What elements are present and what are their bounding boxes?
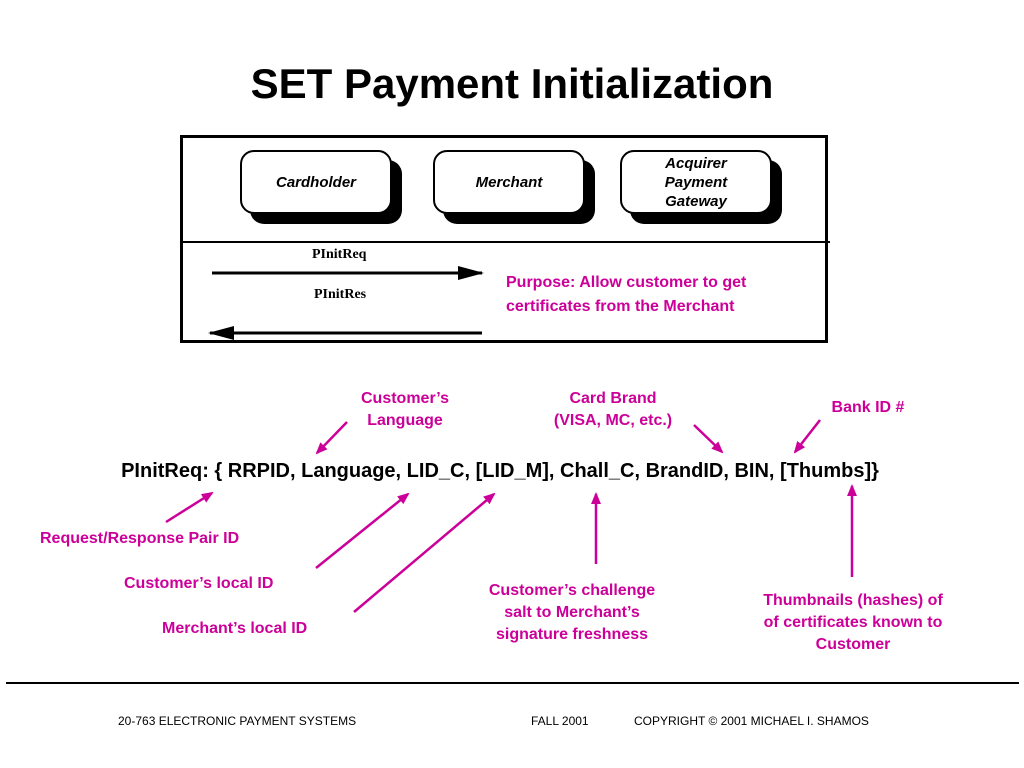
- gateway-label-line2: Payment: [664, 173, 728, 191]
- gateway-label-line1: Acquirer: [665, 154, 727, 172]
- gateway-label-line3: Gateway: [665, 192, 727, 210]
- protocol-diagram-frame: [180, 135, 828, 343]
- brand-annotation-line2: (VISA, MC, etc.): [553, 412, 673, 429]
- merchant-label: Merchant: [475, 173, 543, 191]
- purpose-text: Purpose: Allow customer to get certifica…: [506, 271, 826, 319]
- pinitres-message-label: PInitRes: [314, 287, 367, 302]
- chall-annotation-line2: salt to Merchant’s: [504, 604, 640, 621]
- brand-annotation: Card Brand (VISA, MC, etc.): [523, 388, 703, 432]
- diagram-divider: [180, 241, 830, 243]
- slide-title: SET Payment Initialization: [250, 60, 774, 107]
- thumbs-annotation-line2: of certificates known to: [763, 614, 943, 631]
- brand-annotation-line1: Card Brand: [569, 390, 657, 407]
- bank-pointer-arrow: [793, 419, 821, 454]
- cardholder-box: Cardholder: [240, 150, 392, 214]
- language-annotation: Customer’s Language: [330, 388, 480, 432]
- footer-copyright: COPYRIGHT © 2001 MICHAEL I. SHAMOS: [634, 714, 869, 728]
- merchant-box: Merchant: [433, 150, 585, 214]
- rrpid-pointer-arrow: [165, 491, 214, 524]
- gateway-box: Acquirer Payment Gateway: [620, 150, 772, 214]
- lid-m-pointer-arrow: [353, 492, 496, 613]
- lid-c-pointer-arrow: [315, 492, 410, 569]
- language-annotation-line1: Customer’s: [360, 390, 450, 407]
- pinitreq-message-label: PInitReq: [312, 247, 367, 262]
- purpose-line1: Purpose: Allow customer to get: [506, 274, 747, 291]
- language-pointer-arrow: [315, 421, 348, 455]
- chall-annotation: Customer’s challenge salt to Merchant’s …: [452, 580, 692, 646]
- pinitreq-formula: PInitReq: { RRPID, Language, LID_C, [LID…: [121, 460, 879, 482]
- lid-m-annotation: Merchant’s local ID: [162, 620, 308, 637]
- purpose-line2: certificates from the Merchant: [506, 298, 735, 315]
- brand-pointer-arrow: [693, 424, 724, 454]
- thumbs-annotation-line1: Thumbnails (hashes) of: [763, 592, 943, 609]
- footer-course: 20-763 ELECTRONIC PAYMENT SYSTEMS: [118, 714, 357, 728]
- bank-annotation: Bank ID #: [831, 399, 905, 416]
- lid-c-annotation: Customer’s local ID: [124, 575, 274, 592]
- cardholder-label: Cardholder: [275, 173, 356, 191]
- footer-term: FALL 2001: [531, 714, 589, 728]
- thumbs-annotation-line3: Customer: [815, 636, 891, 653]
- rrpid-annotation: Request/Response Pair ID: [40, 530, 240, 547]
- thumbs-annotation: Thumbnails (hashes) of of certificates k…: [726, 590, 980, 656]
- chall-annotation-line3: signature freshness: [495, 626, 649, 643]
- footer-rule: [6, 682, 1019, 684]
- language-annotation-line2: Language: [367, 412, 443, 429]
- chall-annotation-line1: Customer’s challenge: [488, 582, 656, 599]
